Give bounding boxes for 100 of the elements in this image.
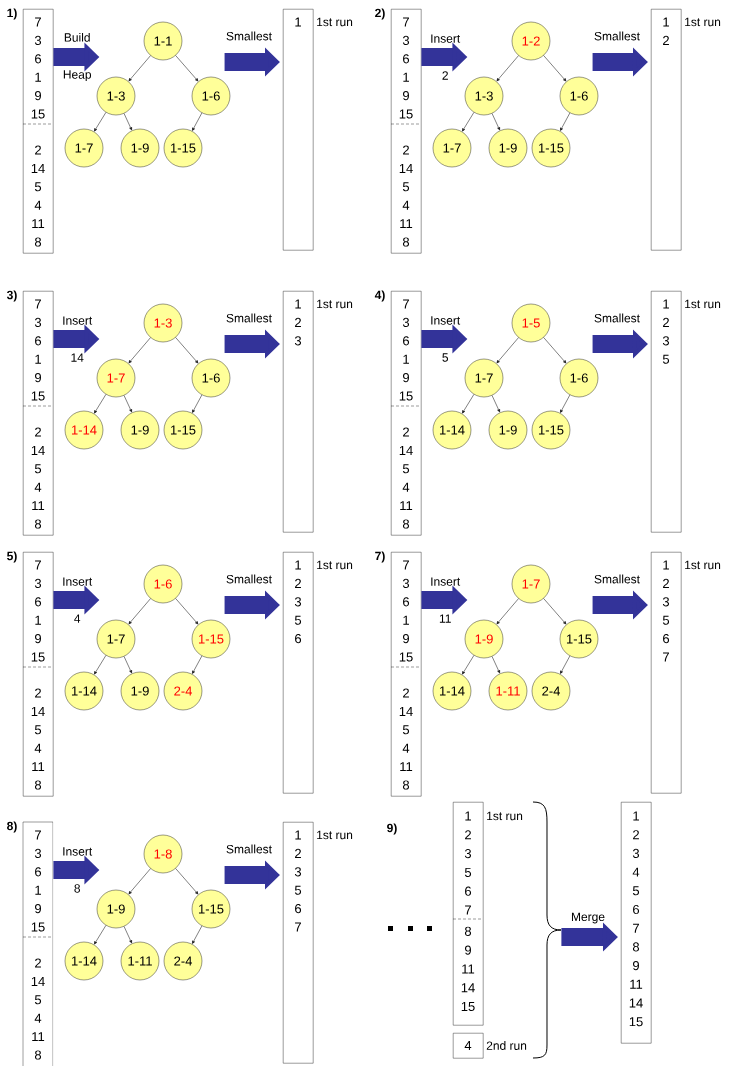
- arrow: [543, 337, 567, 364]
- arrow: [128, 868, 151, 895]
- number-column: 1 2 3: [283, 291, 314, 533]
- node-label: 2: [295, 848, 301, 858]
- number-column: 1 2 3 5 6 7 8 9 11 14 15: [452, 802, 484, 1026]
- number-column: 7 3 6 1 9 15 2 14 5 4 11 8: [390, 291, 422, 536]
- arrow: [128, 55, 151, 82]
- node-label: 7: [663, 652, 669, 662]
- arrow: [175, 868, 199, 895]
- node-label: 9: [464, 945, 471, 955]
- number-column: 1 2 3 4 5 6 7 8 9 11 14 15: [621, 802, 652, 1044]
- side-label: 1st run: [317, 299, 353, 309]
- arrow: [94, 925, 107, 945]
- arrow-caption: Insert 8: [63, 847, 93, 893]
- number-column: 7 3 6 1 9 15 2 14 5 4 11 8: [22, 9, 54, 254]
- number-column: 1 2: [651, 9, 682, 251]
- arrow: [462, 394, 475, 414]
- arrow-caption: Merge: [572, 912, 605, 924]
- arrow: [94, 655, 107, 675]
- number-column: 1 2 3 5 6: [283, 552, 314, 794]
- number-column: 7 3 6 1 9 15 2 14 5 4 11 8: [390, 552, 422, 797]
- node-label: 5: [662, 615, 670, 625]
- node-label: 5: [294, 885, 302, 895]
- arrow-caption: Build Heap: [63, 32, 92, 82]
- arrow-caption: Smallest: [226, 574, 272, 584]
- node-label: 8: [464, 926, 472, 936]
- arrow: [560, 112, 571, 131]
- arrow: [560, 655, 571, 674]
- arrow: [128, 598, 151, 625]
- arrow-caption: Smallest: [594, 574, 640, 584]
- brace: [532, 801, 562, 1059]
- node-label: 7: [465, 905, 471, 915]
- number-column: 7 3 6 1 9 15 2 14 5 4 11 8: [22, 291, 54, 536]
- arrow: [560, 394, 571, 413]
- side-label: 1st run: [487, 811, 523, 821]
- arrow: [496, 598, 519, 625]
- arrow: [491, 656, 500, 674]
- node-label: 6: [465, 886, 472, 896]
- arrow: [123, 113, 132, 131]
- arrow: [123, 926, 132, 944]
- arrow: [543, 598, 567, 625]
- arrow-caption: Insert 4: [63, 577, 93, 623]
- arrow: [462, 655, 475, 675]
- node-label: 1: [465, 811, 471, 821]
- node-label: 3: [662, 597, 670, 607]
- number-column: 1 2 3 5 6 7: [283, 822, 314, 1064]
- arrow-caption: Smallest: [594, 31, 640, 41]
- node-label: 3: [294, 597, 302, 607]
- node-label: 1: [663, 560, 669, 570]
- node-label: 2: [663, 578, 669, 588]
- node-label: 3: [464, 849, 472, 859]
- node-label: 2: [295, 578, 301, 588]
- node-label: 1: [295, 560, 301, 570]
- arrow: [128, 337, 151, 364]
- arrow-caption: Insert 5: [431, 316, 461, 362]
- arrow: [496, 55, 519, 82]
- side-label: 1st run: [685, 560, 721, 570]
- arrow: [175, 598, 199, 625]
- arrow: [192, 655, 203, 674]
- number-column: 1 2 3 5: [651, 291, 682, 533]
- node-label: 7: [295, 922, 301, 932]
- node-label: 15: [461, 1001, 475, 1012]
- arrow: [491, 395, 500, 413]
- number-column: 7 3 6 1 9 15 2 14 5 4 11 8: [22, 552, 54, 797]
- arrow-caption: Insert 11: [431, 577, 461, 623]
- arrow: [123, 395, 132, 413]
- side-label: 1st run: [317, 560, 353, 570]
- arrow-caption: Smallest: [226, 844, 272, 854]
- node-label: 6: [295, 904, 302, 914]
- node-label: 3: [662, 336, 670, 346]
- node-label: 11: [462, 964, 475, 974]
- side-label: 1st run: [685, 17, 721, 27]
- arrow: [123, 656, 132, 674]
- arrow-caption: Smallest: [594, 313, 640, 323]
- node-label: 14: [461, 983, 475, 993]
- node-label: 6: [663, 634, 670, 644]
- arrow: [491, 113, 500, 131]
- arrow-caption: Insert 2: [431, 34, 461, 80]
- panel-number: 9): [387, 823, 397, 835]
- node-label: 5: [294, 615, 302, 625]
- arrow: [192, 112, 203, 131]
- node-label: 6: [295, 634, 302, 644]
- node-label: 2: [663, 317, 669, 327]
- arrow: [94, 112, 107, 132]
- arrow: [175, 55, 199, 82]
- arrow-caption: Insert 14: [63, 316, 93, 362]
- number-box: 4: [453, 1033, 484, 1059]
- arrow: [496, 337, 519, 364]
- arrow: [192, 925, 203, 944]
- arrow-caption: Smallest: [226, 313, 272, 323]
- arrow-caption: Smallest: [226, 31, 272, 41]
- number-column: 7 3 6 1 9 15 2 14 5 4 11 8: [390, 9, 422, 254]
- side-label: 1st run: [685, 299, 721, 309]
- panel-number: 7): [375, 551, 385, 563]
- node-label: 5: [662, 354, 670, 364]
- arrow: [192, 394, 203, 413]
- node-label: 2: [465, 830, 471, 840]
- number-column: 1: [283, 9, 314, 251]
- side-label: 1st run: [317, 830, 353, 840]
- node-label: 1: [663, 299, 669, 309]
